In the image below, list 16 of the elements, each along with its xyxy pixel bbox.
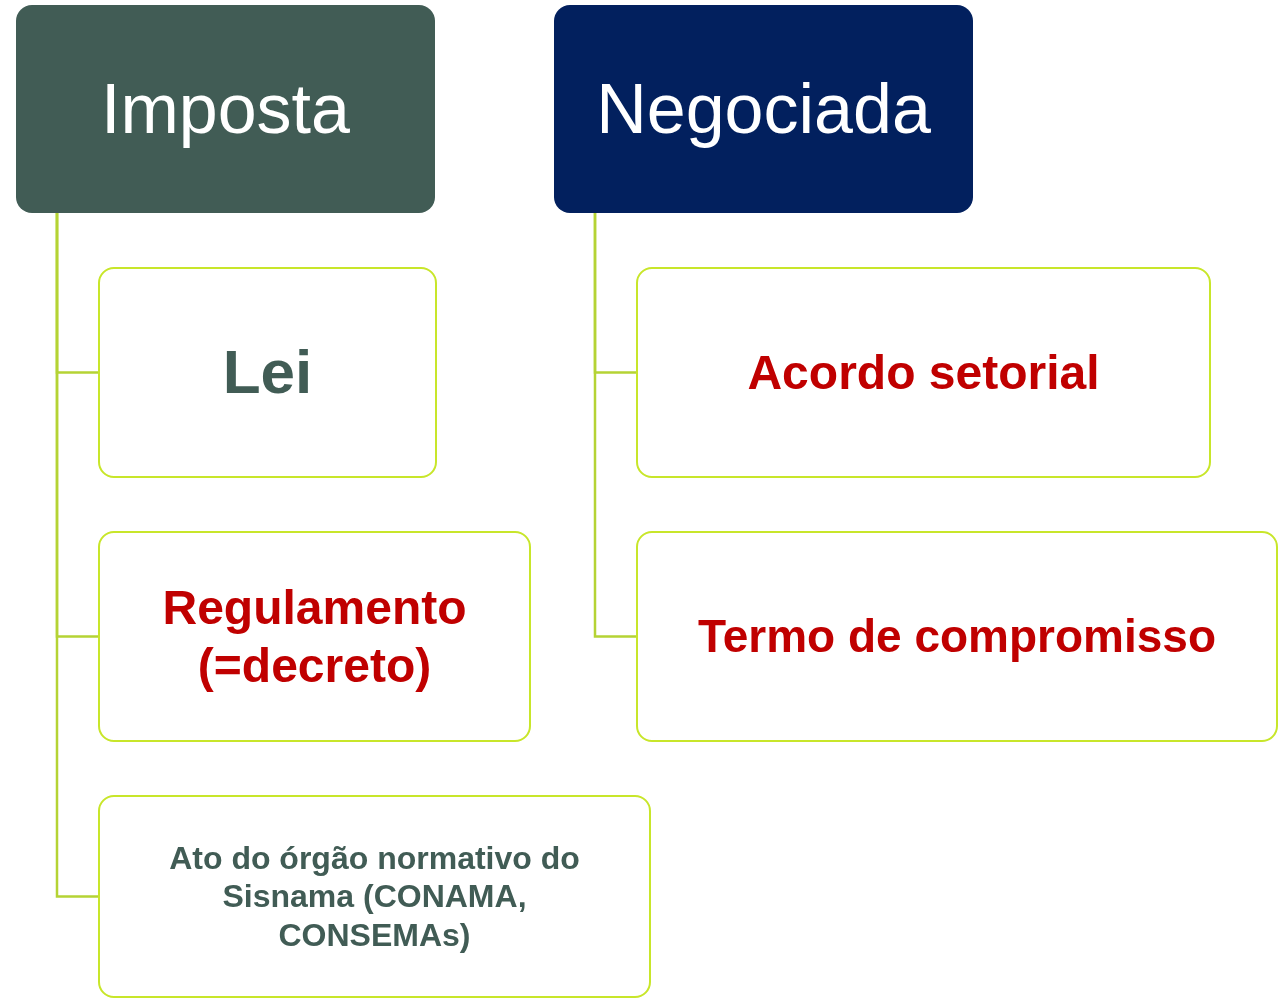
item-card: [98, 267, 437, 478]
item-label: Ato do órgão normativo do Sisnama (CONAMA, CONSEMAs): [168, 838, 581, 955]
connector-line: [55, 213, 98, 898]
item-label: Acordo setorial: [747, 344, 1100, 401]
item-card: [636, 267, 1211, 478]
connector-line: [593, 213, 636, 638]
item-card: [98, 795, 651, 998]
item-card: [98, 531, 531, 742]
category-header: [16, 5, 435, 213]
item-label: Lei: [222, 336, 313, 409]
item-card: [636, 531, 1278, 742]
item-label: Regulamento (=decreto): [161, 579, 468, 694]
header-label: Negociada: [596, 69, 931, 150]
category-header: [554, 5, 973, 213]
item-label: Termo de compromisso: [697, 608, 1216, 664]
header-label: Imposta: [101, 69, 350, 150]
